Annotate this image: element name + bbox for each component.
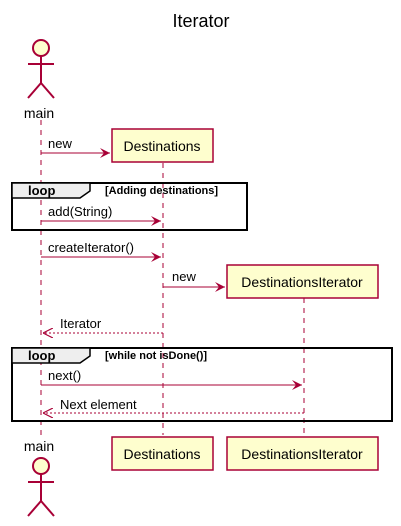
- message-label-next-element: Next element: [60, 397, 137, 412]
- message-label-next: next(): [48, 368, 81, 383]
- participant-destinations-iterator-top-label: DestinationsIterator: [241, 274, 363, 290]
- loop-frame-adding: [11, 182, 248, 231]
- loop-keyword-adding: loop: [28, 183, 55, 198]
- diagram-title: Iterator: [172, 11, 229, 31]
- participant-destinations-iterator-top-box: [226, 264, 379, 299]
- participant-destinations-bottom-label: Destinations: [123, 446, 200, 462]
- message-label-create-iterator: createIterator(): [48, 240, 134, 255]
- loop-condition-while: [while not isDone()]: [105, 350, 207, 362]
- participant-destinations-top-label: Destinations: [123, 138, 200, 154]
- participant-main-top-label: main: [24, 105, 54, 121]
- message-label-add-string: add(String): [48, 204, 112, 219]
- loop-frame-while: [11, 347, 393, 422]
- message-label-new-iterator: new: [172, 269, 196, 284]
- message-label-new-destinations: new: [48, 136, 72, 151]
- participant-destinations-bottom-box: [111, 436, 214, 471]
- message-label-iterator-return: Iterator: [60, 316, 102, 331]
- participant-destinations-iterator-bottom-label: DestinationsIterator: [241, 446, 363, 462]
- actor-main-top-icon: [27, 39, 55, 99]
- loop-keyword-while: loop: [28, 348, 55, 363]
- participant-destinations-iterator-bottom-box: [226, 436, 379, 471]
- actor-main-bottom-icon: [27, 457, 55, 517]
- participant-main-bottom-label: main: [24, 438, 54, 454]
- participant-destinations-top-box: [111, 128, 214, 163]
- loop-condition-adding: [Adding destinations]: [105, 185, 218, 197]
